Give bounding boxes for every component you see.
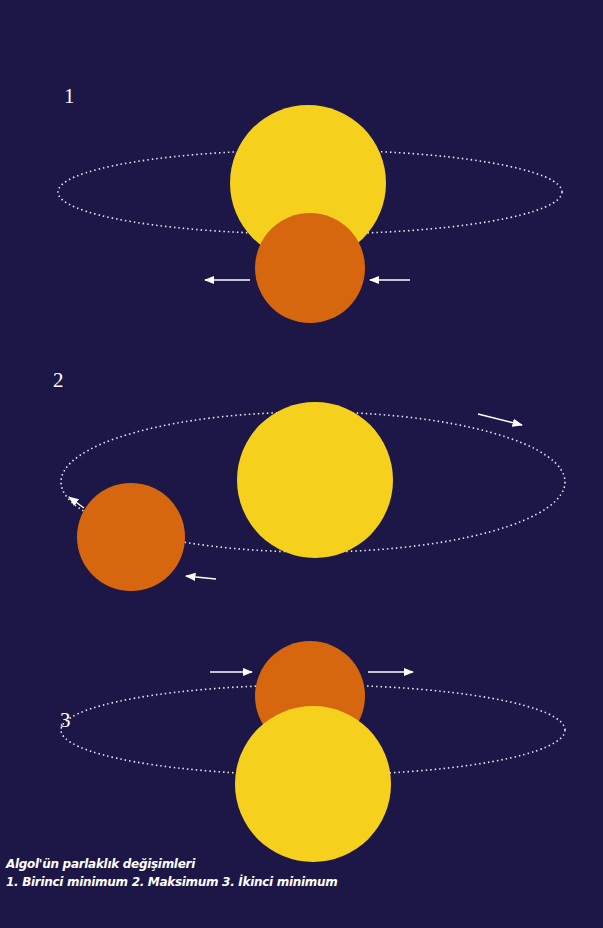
primary-star <box>237 402 393 558</box>
primary-star <box>235 706 391 862</box>
motion-arrow <box>370 279 410 281</box>
panel-number: 2 <box>53 368 64 393</box>
figure-caption: Algol'ün parlaklık değişimleri <box>6 857 195 871</box>
panel-number: 3 <box>60 708 71 733</box>
motion-arrow <box>186 576 216 579</box>
secondary-star <box>255 213 365 323</box>
caption-legend: 1. Birinci minimum 2. Maksimum 3. İkinci… <box>6 875 337 889</box>
panel-number: 1 <box>64 84 75 109</box>
secondary-star <box>77 483 185 591</box>
motion-arrow <box>205 279 250 281</box>
motion-arrow <box>69 497 84 508</box>
motion-arrow <box>478 414 522 425</box>
motion-arrow <box>368 671 413 673</box>
motion-arrow <box>210 671 252 673</box>
